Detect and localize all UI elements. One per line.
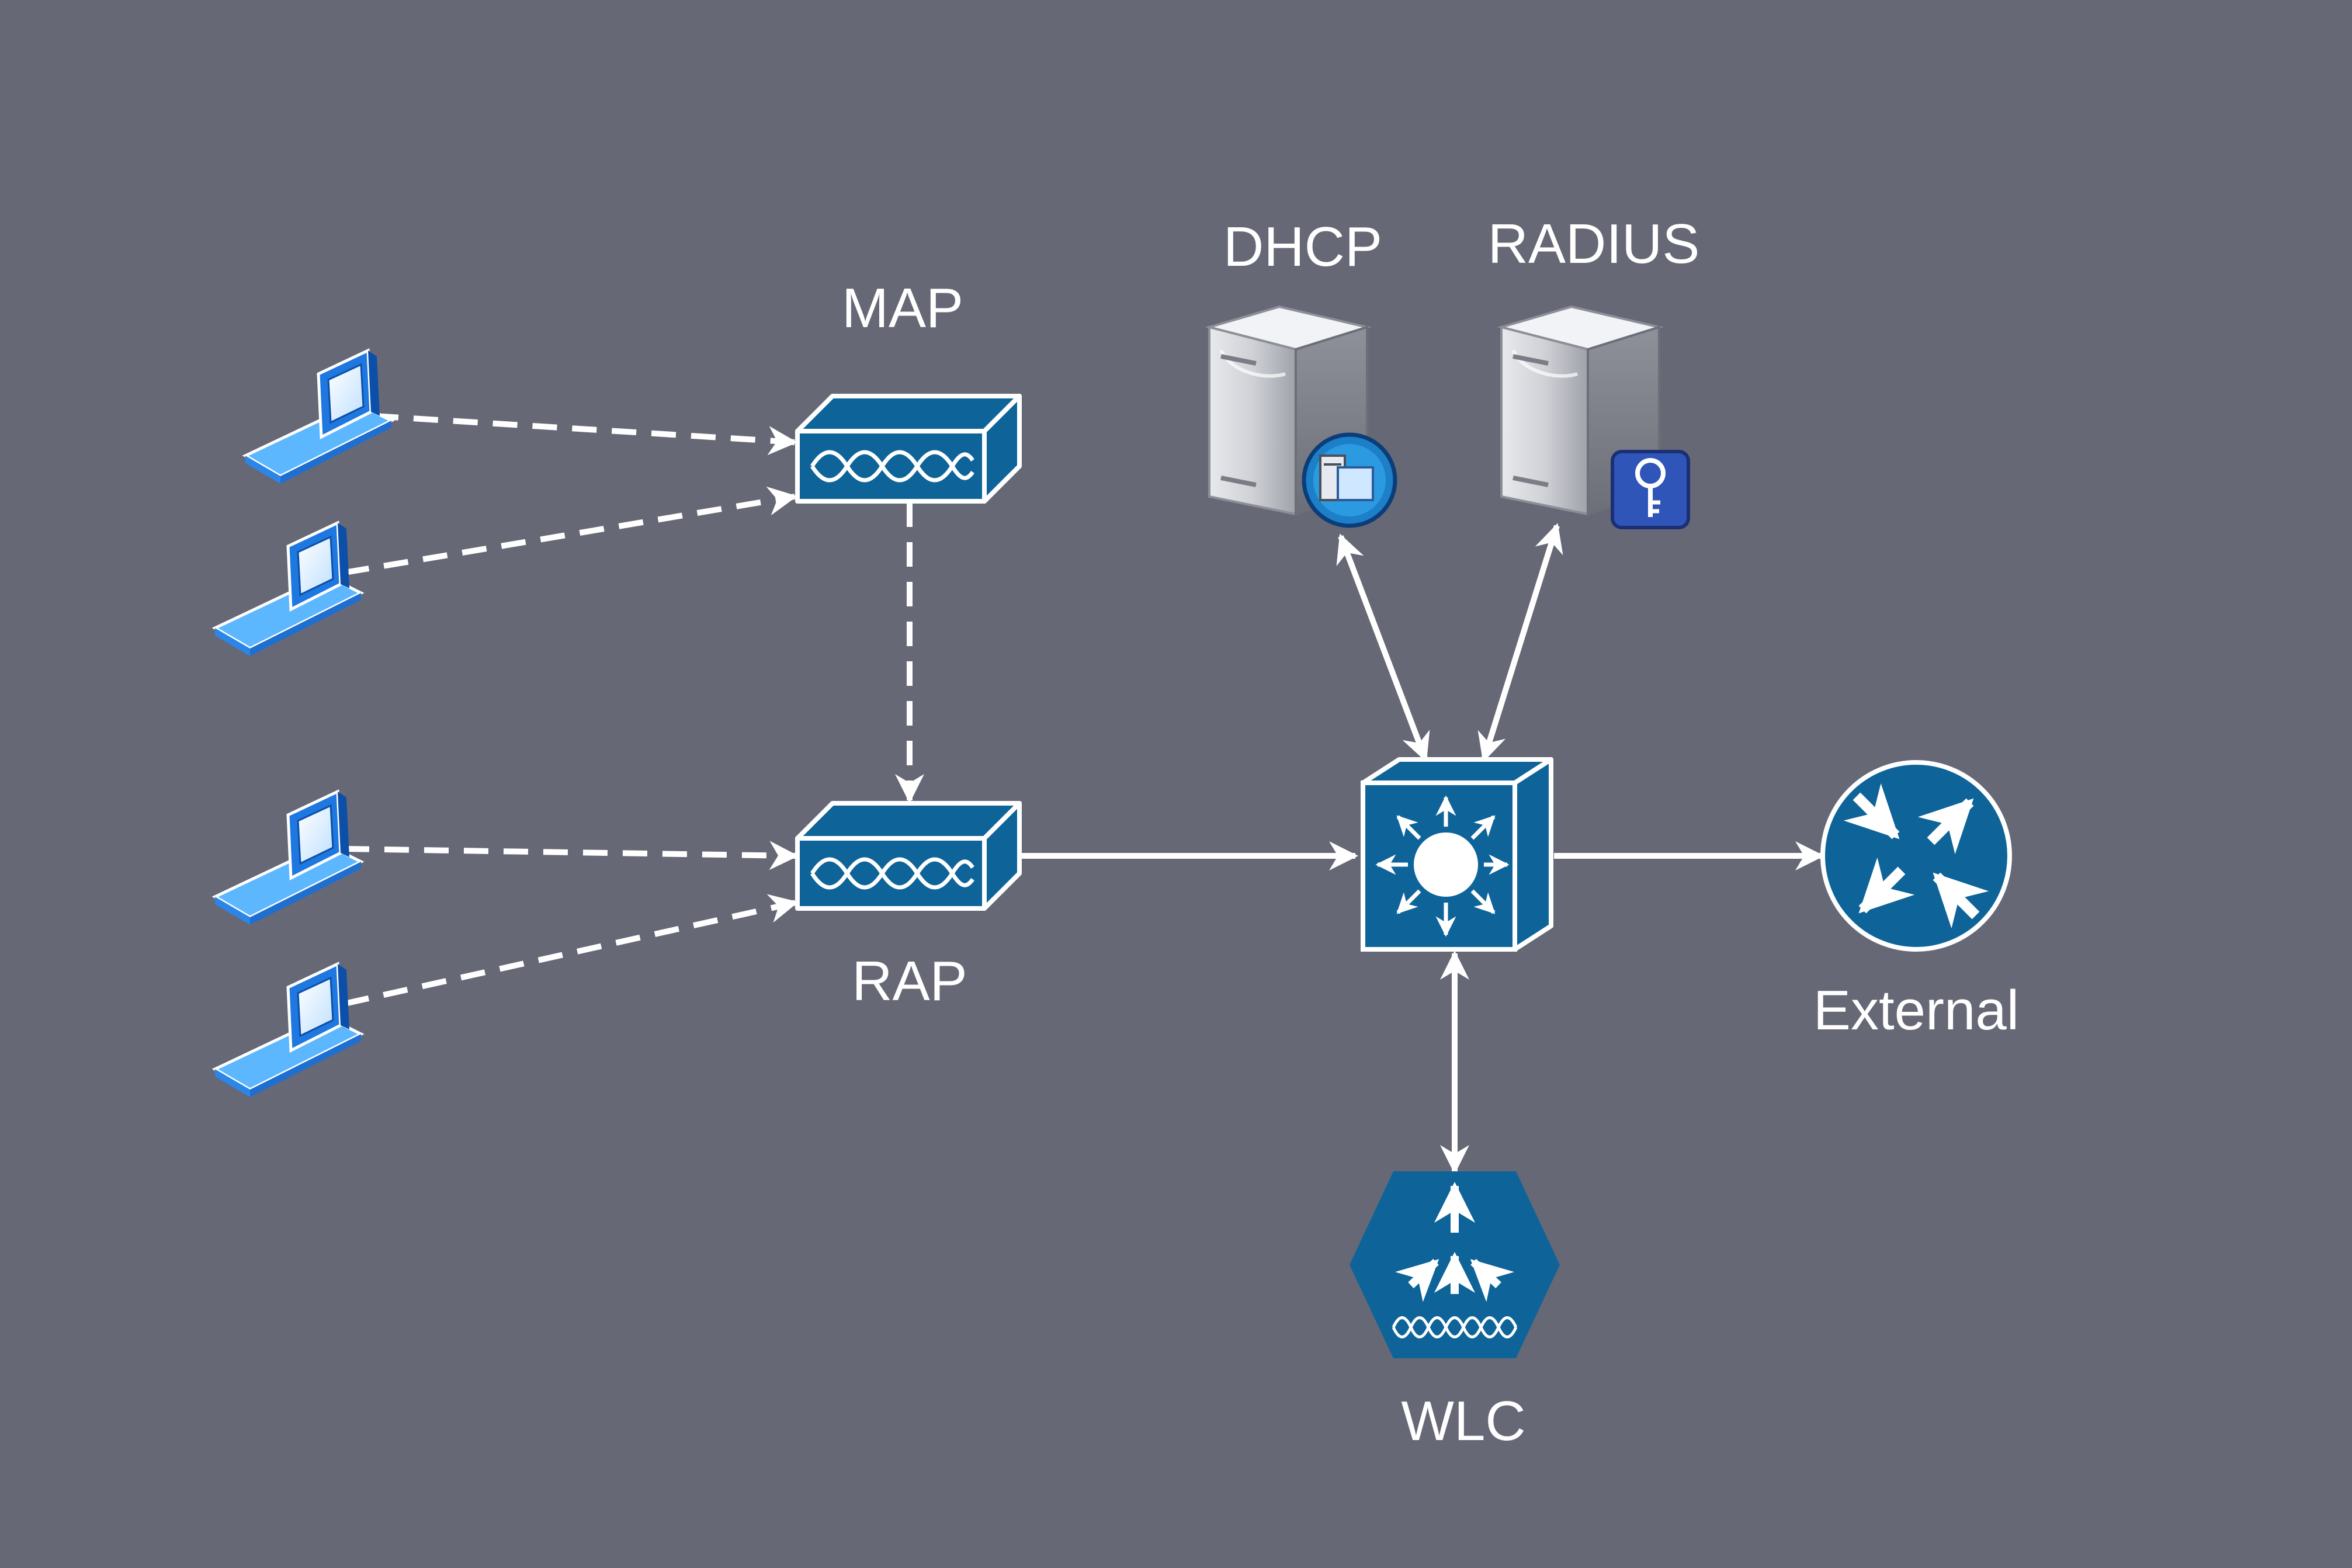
link-switch-radius — [1477, 523, 1563, 762]
map-label: MAP — [842, 277, 963, 339]
router-icon — [1820, 760, 2012, 952]
wlc-label: WLC — [1401, 1390, 1525, 1452]
radius-server-icon — [1497, 305, 1690, 529]
links — [344, 413, 1824, 1174]
wireless-lan-controller-icon — [1350, 1171, 1560, 1358]
link-laptop4-rap — [344, 894, 799, 1007]
laptop-icon — [245, 351, 391, 484]
link-laptop2-map — [344, 486, 797, 575]
radius-label: RADIUS — [1488, 213, 1700, 275]
access-point-icon — [797, 803, 1019, 908]
laptop-icon — [215, 523, 361, 656]
dhcp-server-icon — [1205, 305, 1397, 528]
dhcp-label: DHCP — [1223, 216, 1382, 278]
multilayer-switch-icon — [1361, 757, 1553, 952]
laptop-icon — [215, 964, 361, 1097]
link-switch-dhcp — [1336, 533, 1430, 762]
link-laptop1-map — [373, 413, 797, 456]
access-point-icon — [797, 396, 1019, 501]
rap-label: RAP — [852, 950, 967, 1012]
external-label: External — [1813, 979, 2019, 1042]
laptop-icon — [215, 792, 361, 925]
link-laptop3-rap — [344, 841, 799, 870]
